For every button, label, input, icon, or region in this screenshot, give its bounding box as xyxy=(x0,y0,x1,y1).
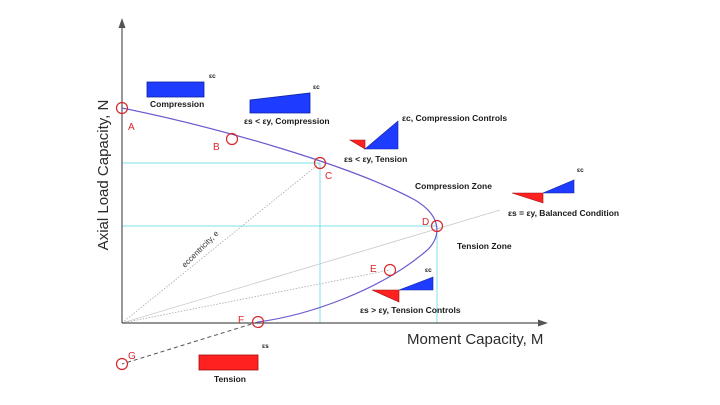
tension-extension-line xyxy=(121,321,259,365)
balanced-compression-triangle xyxy=(542,179,575,194)
point-b-marker xyxy=(225,132,239,146)
point-b-label: B xyxy=(213,142,220,153)
compression-zone-label: Compression Zone xyxy=(415,181,492,191)
point-f-label: F xyxy=(238,315,244,326)
tension-label: Tension xyxy=(214,374,246,384)
point-g-label: G xyxy=(128,351,136,362)
strain-diagram-compression-controls: εc, Compression Controls εs < εy, Tensio… xyxy=(344,113,507,164)
tension-controls-eps-label: εc xyxy=(425,267,432,274)
compression-controls-bottom-label: εs < εy, Tension xyxy=(344,154,407,164)
strain-diagram-pure-compression: εc Compression xyxy=(146,73,216,109)
compression-triangle xyxy=(364,120,399,150)
compression-small-eps-label: εc xyxy=(313,84,320,91)
balanced-eps-label: εc xyxy=(577,167,584,174)
point-g-marker xyxy=(115,357,129,371)
eccentricity-lines xyxy=(121,162,391,324)
point-d-label: D xyxy=(422,217,429,228)
point-markers xyxy=(115,101,444,371)
point-c-marker xyxy=(313,156,327,170)
strain-diagram-tension-controls: εc εs > εy, Tension Controls xyxy=(360,267,461,315)
eccentricity-line-e xyxy=(121,269,391,324)
tension-eps-label: εs xyxy=(262,343,269,350)
tension-block xyxy=(198,354,259,371)
compression-block xyxy=(146,81,205,98)
guide-lines xyxy=(122,162,438,323)
eccentricity-line-c xyxy=(121,162,321,324)
compression-label: Compression xyxy=(150,99,204,109)
y-axis-title: Axial Load Capacity, N xyxy=(95,100,112,251)
y-axis-arrow xyxy=(118,18,126,28)
tension-triangle xyxy=(348,139,366,150)
point-c-label: C xyxy=(325,171,332,182)
point-e-marker xyxy=(383,263,397,277)
strain-diagram-compression-small: εc εs < εy, Compression xyxy=(244,84,330,126)
eccentricity-label: eccentricity, e xyxy=(180,228,221,269)
strain-diagram-pure-tension: εs Tension xyxy=(198,343,269,384)
compression-eps-label: εc xyxy=(209,73,216,80)
compression-small-label: εs < εy, Compression xyxy=(244,116,330,126)
point-a-label: A xyxy=(128,122,135,133)
x-axis-arrow xyxy=(538,319,548,327)
axes xyxy=(118,18,548,327)
trapezoid-strain xyxy=(249,92,311,114)
interaction-curve xyxy=(121,107,438,323)
balanced-label: εs = εy, Balanced Condition xyxy=(508,208,619,218)
tension-controls-label: εs > εy, Tension Controls xyxy=(360,305,461,315)
tc-compression-triangle xyxy=(398,276,434,291)
x-axis-title: Moment Capacity, M xyxy=(407,331,543,348)
tc-tension-triangle xyxy=(371,289,400,303)
balanced-tension-triangle xyxy=(511,192,544,204)
point-d-marker xyxy=(430,219,444,233)
strain-diagram-balanced: εc εs = εy, Balanced Condition xyxy=(508,167,619,218)
tension-zone-label: Tension Zone xyxy=(457,241,512,251)
point-a-marker xyxy=(115,101,129,115)
point-e-label: E xyxy=(370,264,377,275)
compression-controls-top-label: εc, Compression Controls xyxy=(402,113,507,123)
point-f-marker xyxy=(251,315,265,329)
